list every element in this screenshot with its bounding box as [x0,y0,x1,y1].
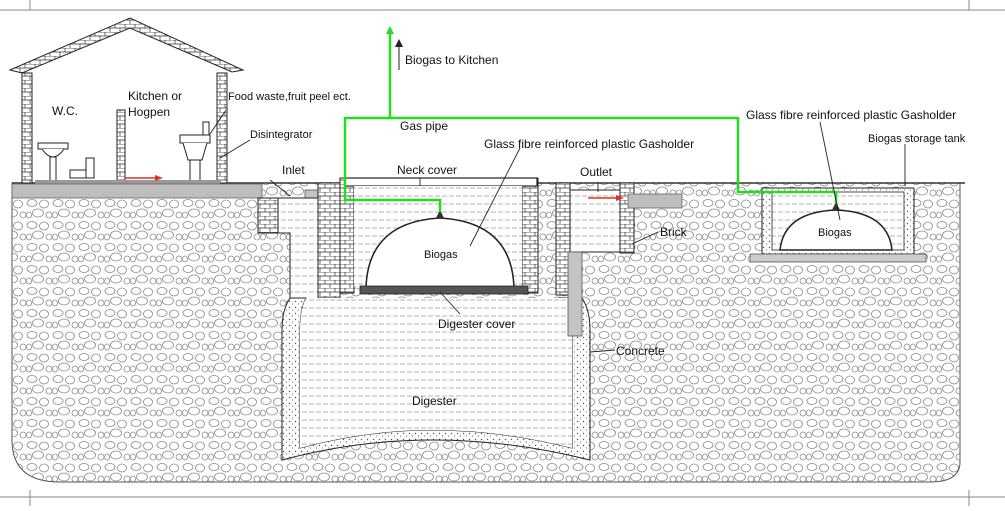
outlet-pipe-vertical [567,251,583,337]
flow-arrowhead-outlet [616,195,624,201]
label-disintegrator: Disintegrator [250,129,313,141]
inlet-wall-right [317,182,341,299]
inlet-wall-left [257,197,279,234]
label-outlet: Outlet [580,165,613,179]
label-digester-cover: Digester cover [438,317,515,331]
label-wc: W.C. [52,104,78,118]
sink-icon [179,121,211,184]
label-neck-cover: Neck cover [397,163,457,177]
label-kitchen-2: Hogpen [128,105,170,119]
gas-pipe-arrowhead [386,26,394,34]
label-biogas-storage: Biogas [818,227,852,239]
gas-pipe-to-storage [390,116,838,204]
neck-wall-left [339,177,355,294]
neck-cover-slab [344,177,538,187]
toilet-icon [37,142,95,184]
biogas-to-kitchen-arrowhead [395,39,403,47]
label-digester: Digester [412,394,457,408]
label-gas-pipe: Gas pipe [400,119,448,133]
label-biogas-to-kitchen: Biogas to Kitchen [405,53,498,67]
label-inlet: Inlet [282,163,305,177]
leader-lines [209,109,906,353]
label-biogas-main: Biogas [424,249,458,261]
neck-wall-right [521,177,539,294]
storage-gasholder-dome [779,209,893,251]
label-brick: Brick [660,225,688,239]
outlet-chamber [569,189,621,253]
label-storage-tank: Biogas storage tank [868,133,966,145]
digester-interior [300,298,572,448]
digester-cover-slab [359,285,529,295]
gas-pipe [343,32,442,212]
main-gas-valve [436,210,444,218]
label-gasholder-storage: Glass fibre reinforced plastic Gasholder [746,108,956,122]
outlet-wall-right [619,182,635,254]
house [8,17,245,184]
label-gasholder-main: Glass fibre reinforced plastic Gasholder [484,137,694,151]
label-food-waste: Food waste,fruit peel ect. [228,91,351,103]
label-concrete: Concrete [616,344,665,358]
storage-tank-base [749,253,927,263]
floor-slab [11,183,263,199]
outlet-pipe [627,193,683,209]
label-kitchen-1: Kitchen or [128,89,182,103]
flow-arrowhead-inlet [155,175,163,181]
main-gasholder-dome [365,217,515,289]
